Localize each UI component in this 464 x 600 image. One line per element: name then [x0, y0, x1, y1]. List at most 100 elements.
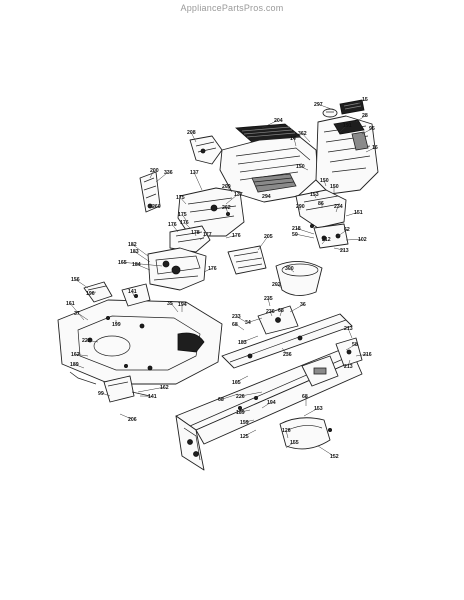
callout-label-209: 209: [222, 184, 231, 190]
callout-leader-209: [225, 186, 233, 193]
callout-leader-213: [347, 359, 351, 367]
callout-leader-183: [133, 250, 151, 263]
callout-leader-151: [345, 211, 359, 217]
callout-leader-125: [243, 429, 257, 437]
fender-cup: [275, 261, 323, 296]
watermark-text: AppliancePartsPros.com: [180, 3, 284, 13]
callout-label-182: 182: [128, 242, 137, 248]
callout-label-102: 102: [358, 237, 367, 243]
callout-label-204: 204: [274, 118, 283, 124]
callout-label-262: 262: [222, 205, 231, 211]
callout-label-206: 206: [128, 417, 137, 423]
callout-label-152: 152: [330, 454, 339, 460]
callout-leader-233: [235, 315, 247, 323]
callout-label-153: 153: [310, 192, 319, 198]
hood-bracket-left: [189, 135, 223, 165]
axle-bracket: [301, 355, 339, 387]
callout-label-68: 68: [218, 397, 224, 403]
callout-label-16: 16: [372, 145, 378, 151]
callout-label-200: 200: [150, 168, 159, 174]
battery-tray: [227, 245, 267, 275]
callout-leader-99: [101, 392, 111, 397]
callout-leader-189: [73, 363, 85, 369]
bracket-plate: [121, 283, 151, 307]
hood-body: [219, 136, 319, 203]
callout-label-68: 68: [232, 322, 238, 328]
callout-leader-150: [323, 180, 327, 187]
callout-leader-182: [131, 243, 149, 257]
callout-label-68: 68: [278, 308, 284, 314]
callout-leader-62: [337, 228, 349, 237]
callout-label-235: 235: [264, 296, 273, 302]
callout-leader-212: [321, 239, 327, 245]
callout-label-196: 196: [86, 291, 95, 297]
callout-leader-161: [69, 303, 85, 321]
callout-label-141: 141: [148, 394, 157, 400]
callout-leader-102: [345, 238, 363, 241]
callout-label-233: 233: [232, 314, 241, 320]
callout-label-336: 336: [164, 170, 173, 176]
callout-label-212: 212: [322, 237, 331, 243]
callout-leader-68: [279, 310, 283, 317]
callout-leader-175: [181, 214, 187, 221]
callout-label-213: 213: [344, 326, 353, 332]
callout-leader-189: [239, 409, 251, 413]
side-grille-small: [351, 131, 369, 151]
callout-leader-184: [135, 263, 151, 271]
callout-label-202: 202: [272, 282, 281, 288]
callout-leader-137: [193, 172, 203, 191]
steering-support: [169, 225, 211, 253]
callout-leader-35: [170, 303, 179, 313]
callout-label-150: 150: [320, 178, 329, 184]
callout-label-137: 137: [234, 192, 243, 198]
callout-leader-196: [89, 291, 97, 294]
callout-label-161: 161: [66, 301, 75, 307]
callout-label-162: 162: [160, 385, 169, 391]
callout-label-155: 155: [290, 440, 299, 446]
callout-leader-176: [171, 224, 179, 233]
callout-label-213: 213: [344, 364, 353, 370]
callout-label-222: 222: [82, 338, 91, 344]
callout-leader-68: [221, 393, 239, 400]
bolt-set: [106, 211, 332, 432]
callout-leader-177: [199, 234, 208, 241]
callout-label-141: 141: [128, 289, 137, 295]
callout-label-294: 294: [262, 194, 271, 200]
callout-leader-141: [131, 291, 135, 297]
callout-leader-208: [190, 132, 197, 143]
callout-label-189: 189: [236, 410, 245, 416]
callout-leader-362: [301, 133, 311, 143]
callout-leader-176: [203, 267, 213, 273]
callout-label-28: 28: [362, 113, 368, 119]
callout-label-162: 162: [71, 352, 80, 358]
callout-label-183: 183: [238, 340, 247, 346]
callout-label-226: 226: [236, 394, 245, 400]
callout-label-260: 260: [152, 204, 161, 210]
callout-label-175: 175: [176, 195, 185, 201]
callout-label-234: 234: [334, 204, 343, 210]
headlight-bulb: [322, 108, 338, 118]
callout-label-191: 191: [343, 123, 352, 129]
side-panel-right: [295, 189, 347, 229]
callout-label-99: 99: [98, 391, 104, 397]
callout-leader-204: [261, 119, 279, 129]
callout-label-213: 213: [340, 248, 349, 254]
callout-label-165: 165: [232, 380, 241, 386]
callout-leader-165: [121, 261, 163, 267]
callout-label-183: 183: [130, 249, 139, 255]
headlight-lens: [339, 99, 365, 115]
callout-leader-200: [149, 170, 155, 179]
link-rod-lower: [69, 371, 151, 397]
callout-label-199: 199: [112, 322, 121, 328]
callout-label-175: 175: [178, 212, 187, 218]
callout-leader-235: [267, 298, 271, 307]
callout-label-178: 178: [191, 230, 200, 236]
callout-label-165: 165: [118, 260, 127, 266]
callout-label-236: 236: [283, 352, 292, 358]
callout-leader-178: [194, 232, 197, 237]
callout-leader-15: [355, 98, 367, 106]
callout-label-156: 156: [71, 277, 80, 283]
callout-leader-126: [285, 430, 289, 439]
callout-label-14: 14: [290, 136, 296, 142]
